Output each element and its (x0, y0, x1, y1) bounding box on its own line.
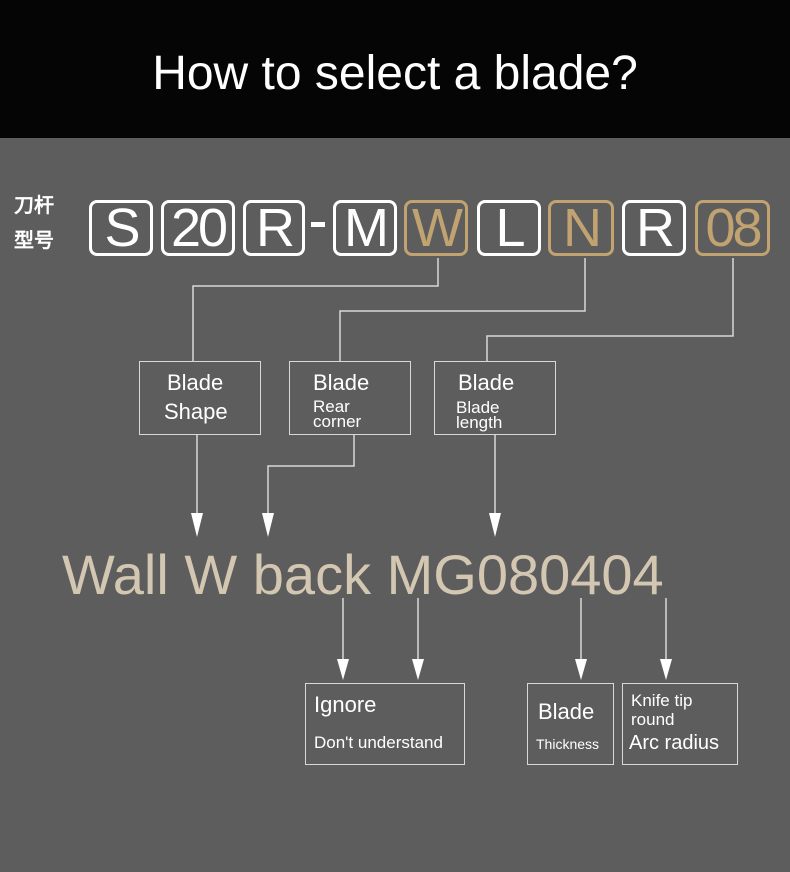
code-segment-r2: R (622, 200, 686, 256)
code-segment-08: 08 (695, 200, 770, 256)
code-segment-l: L (477, 200, 541, 256)
page-title: How to select a blade? (152, 47, 638, 100)
box-blade-shape-title: Blade (167, 370, 224, 395)
arrow-head-ignore-b (412, 659, 424, 680)
cn-label-line2: 型号 (14, 228, 54, 252)
box-arc-radius: Knife tip round Arc radius (622, 683, 738, 765)
arrow-head-thickness (575, 659, 587, 680)
arrow-head-ignore-a (337, 659, 349, 680)
box-blade-rear-corner: Blade Rear corner (289, 361, 411, 435)
box-blade-thickness-subtitle: Thickness (536, 736, 600, 752)
code-segment-20: 20 (161, 200, 235, 256)
box-blade-length-subtitle: Blade length (456, 398, 503, 432)
arrow-head-rear-corner (262, 513, 274, 537)
box-blade-shape: Blade Shape (139, 361, 261, 435)
code-separator (311, 222, 325, 227)
box-ignore: Ignore Don't understand (305, 683, 465, 765)
cn-label-line1: 刀杆 (14, 193, 54, 217)
box-blade-length-title: Blade (458, 370, 515, 395)
box-arc-radius-title: Knife tip round (631, 691, 693, 729)
box-ignore-title: Ignore (314, 692, 377, 717)
box-arc-radius-subtitle: Arc radius (629, 732, 720, 754)
box-blade-thickness-title: Blade (538, 699, 595, 724)
code-segment-s: S (89, 200, 153, 256)
connector-n-to-rear-corner (339, 258, 586, 361)
box-blade-rear-corner-title: Blade (313, 370, 370, 395)
box-ignore-subtitle: Don't understand (314, 733, 443, 752)
connector-08-to-length (486, 258, 734, 361)
code-segment-n: N (548, 200, 614, 256)
title-banner: How to select a blade? (0, 0, 790, 138)
code-segment-w: W (404, 200, 468, 256)
box-blade-shape-subtitle: Shape (164, 399, 228, 424)
box-blade-rear-corner-subtitle: Rear corner (313, 397, 362, 431)
code-segment-m: M (333, 200, 397, 256)
arrow-head-radius (660, 659, 672, 680)
box-blade-thickness: Blade Thickness (527, 683, 614, 765)
box-blade-length: Blade Blade length (434, 361, 556, 435)
arrow-head-shape (191, 513, 203, 537)
connector-w-to-shape (192, 258, 439, 361)
connector-rear-corner-down (267, 435, 355, 530)
arrow-head-length (489, 513, 501, 537)
insert-model-code: Wall W back MG080404 (62, 543, 664, 606)
code-segment-r: R (243, 200, 305, 256)
